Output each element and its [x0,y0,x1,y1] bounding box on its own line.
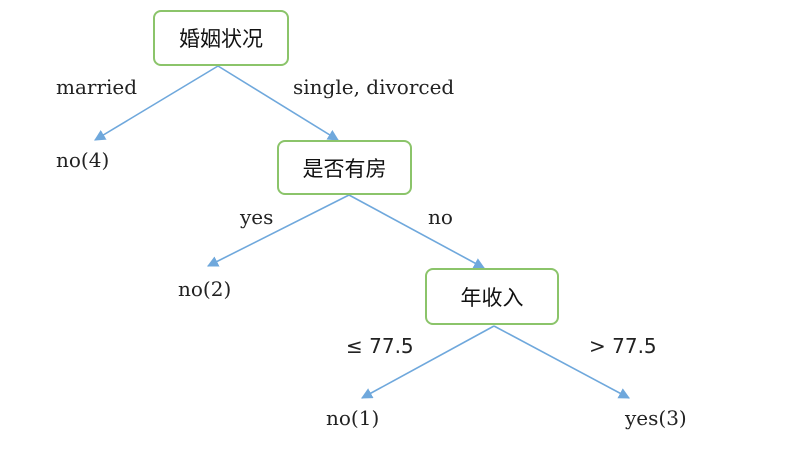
node-annual-income: 年收入 [425,268,559,325]
leaf-no-2: no(2) [178,277,232,301]
edge-no [348,194,485,269]
edge-yes [206,194,350,267]
node-has-house: 是否有房 [277,140,412,195]
leaf-no-1: no(1) [326,406,380,430]
edge-label-le-77-5: ≤ 77.5 [346,334,414,358]
node-marital-status: 婚姻状况 [153,10,289,66]
edge-single-divorced [217,65,339,141]
edge-label-married: married [56,75,138,99]
edge-label-yes: yes [240,205,274,229]
leaf-no-4: no(4) [56,148,110,172]
edge-gt [493,325,630,399]
edge-label-single-divorced: single, divorced [293,75,455,99]
edge-label-no: no [428,205,453,229]
edge-married [94,65,219,141]
edge-label-gt-77-5: > 77.5 [589,334,657,358]
leaf-yes-3: yes(3) [625,406,687,430]
edge-le [361,325,495,399]
